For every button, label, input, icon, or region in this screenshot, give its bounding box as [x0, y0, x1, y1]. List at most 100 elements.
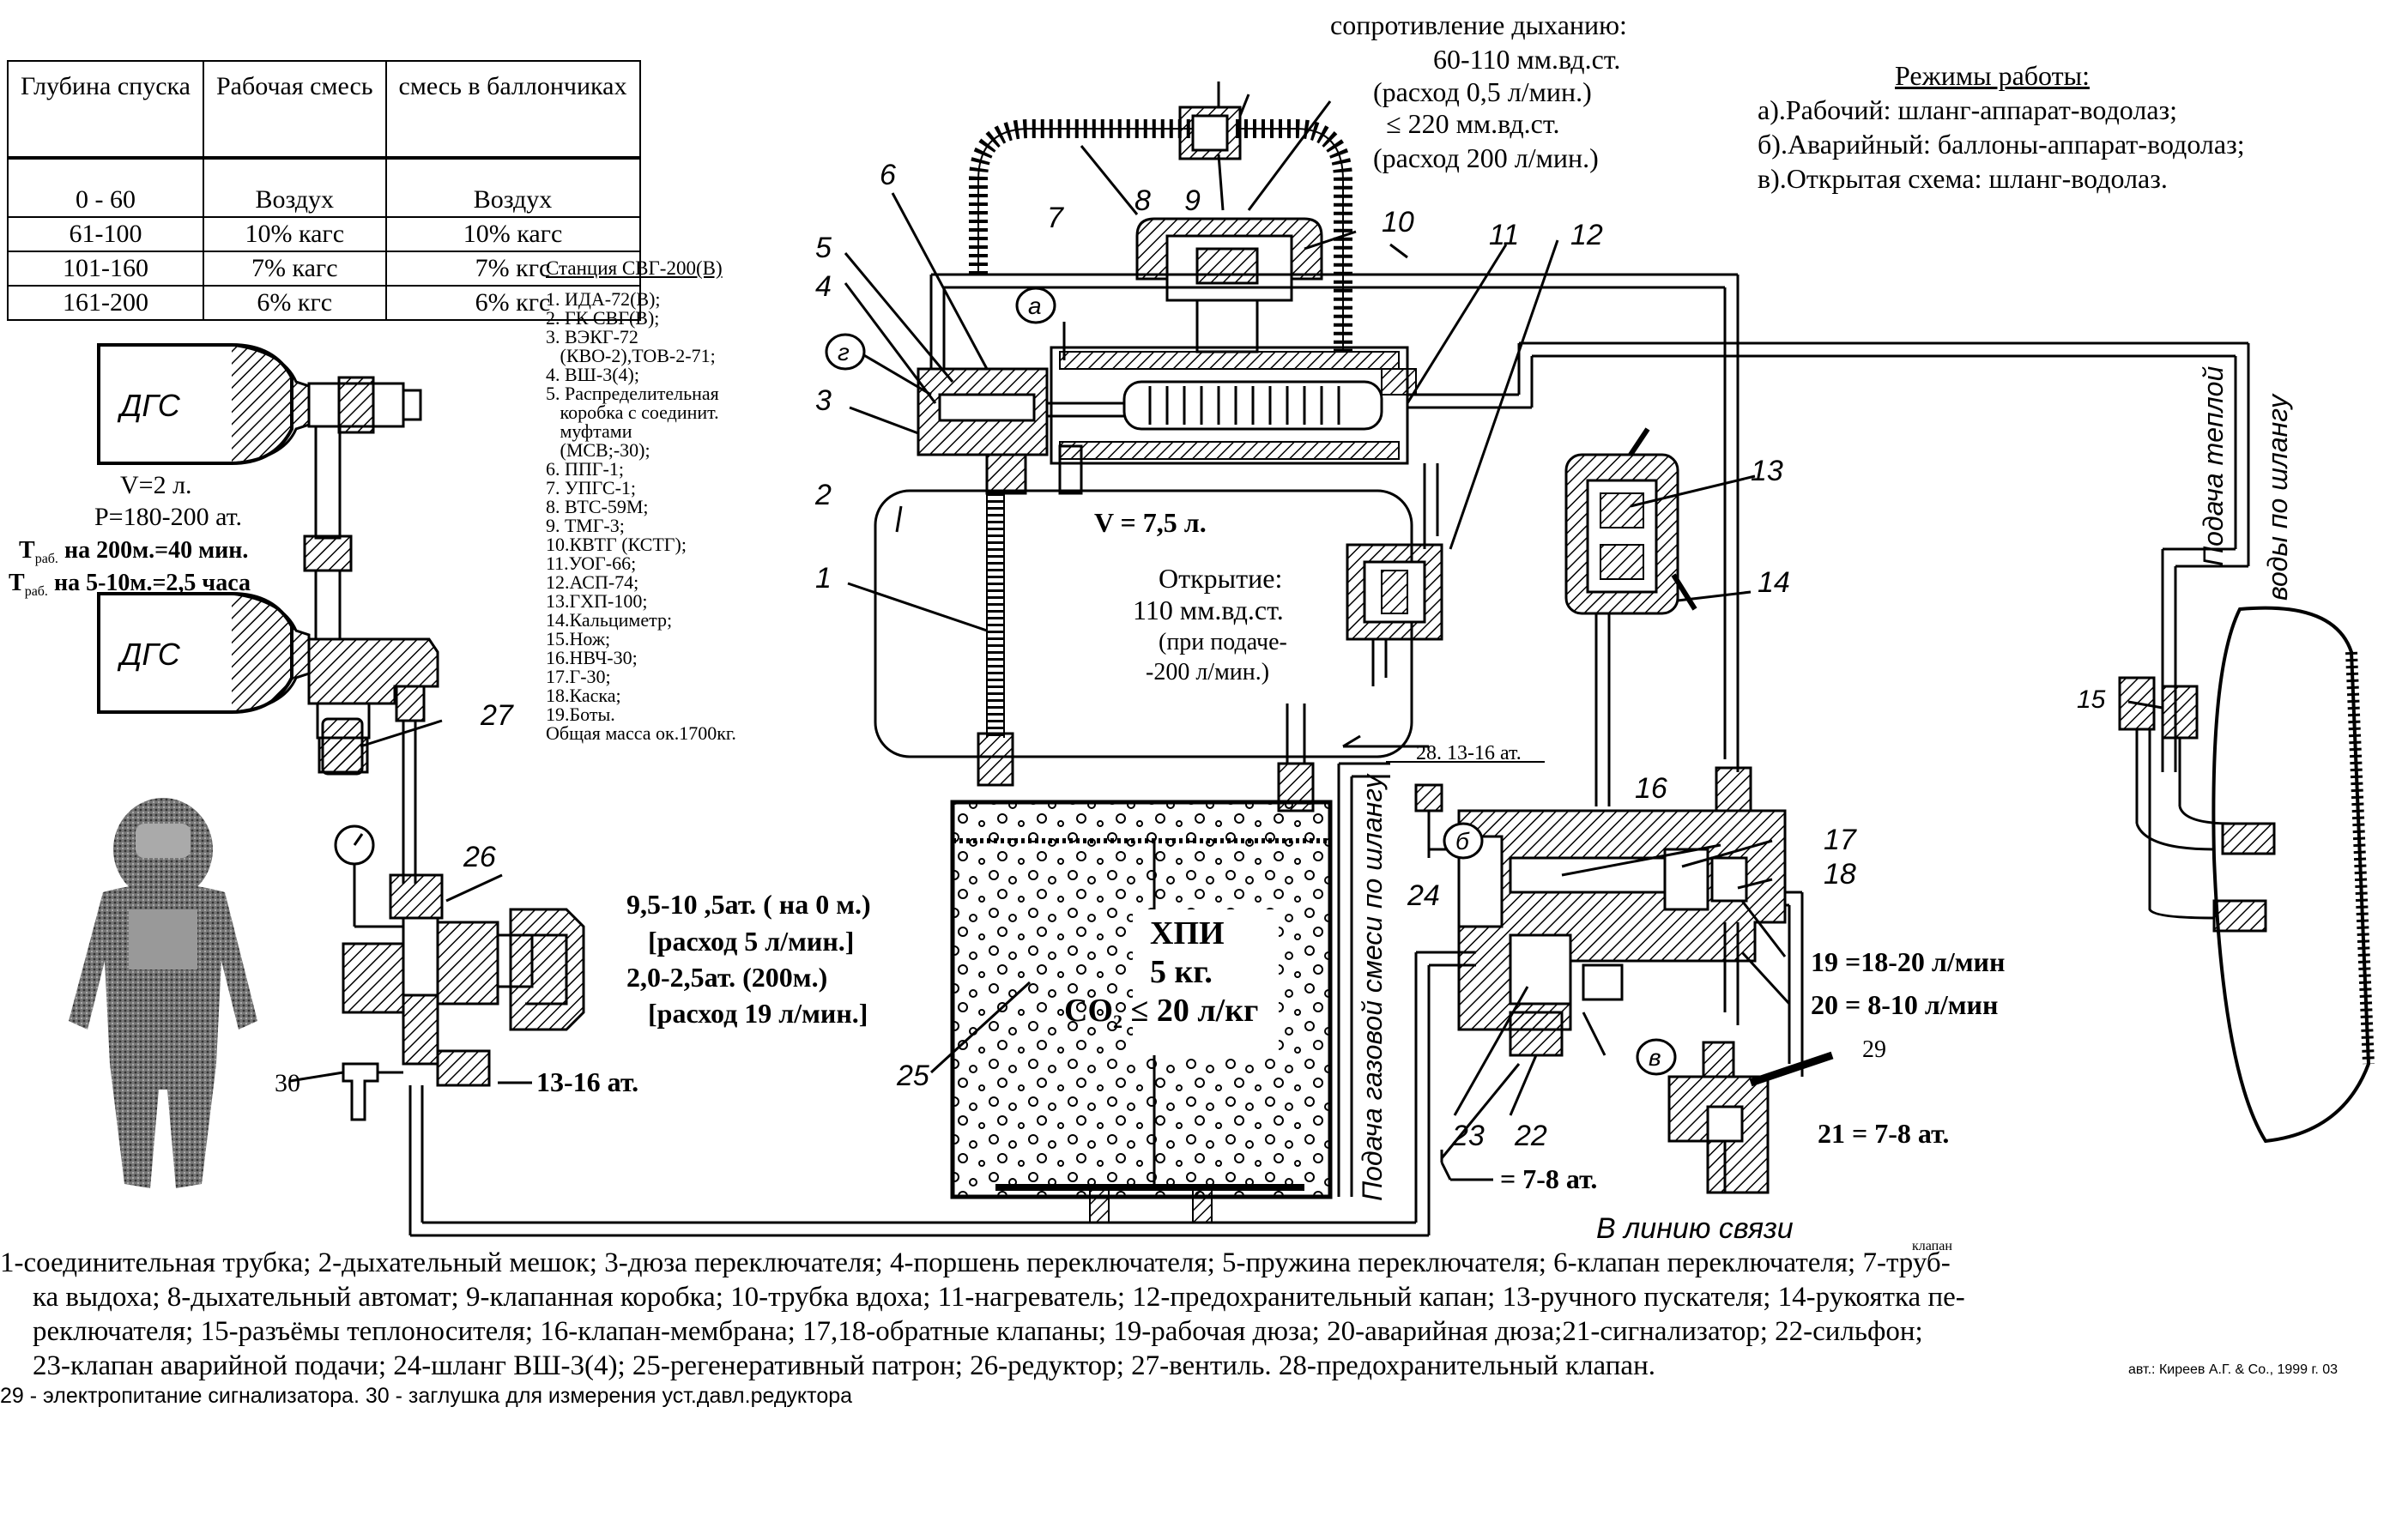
callout-2: 2 — [814, 479, 832, 511]
station-item: (КВО-2),ТОВ-2-71; — [546, 345, 716, 366]
warm-water-label-1: Подача теплой — [2198, 366, 2229, 566]
station-item: 13.ГХП-100; — [546, 590, 648, 612]
station-item: 9. ТМГ-3; — [546, 515, 625, 536]
table-row: 0 - 60 Воздух Воздух — [7, 156, 641, 218]
reducer-spec: 9,5-10 ,5ат. ( на 0 м.) [расход 5 л/мин.… — [498, 889, 871, 1097]
table-header: Глубина спуска — [7, 60, 204, 159]
legend: 1-соединительная трубка; 2-дыхательный м… — [0, 1246, 2317, 1409]
callout-v: в — [1649, 1044, 1661, 1071]
mode-item: а).Рабочий: шланг-аппарат-водолаз; — [1758, 94, 2178, 125]
table-row: 101-160 7% кагс 7% кгс — [7, 251, 641, 287]
legend-line: реключателя; 15-разъёмы теплоносителя; 1… — [33, 1316, 1923, 1347]
legend-line: 29 - электропитание сигнализатора. 30 - … — [0, 1384, 853, 1408]
legend-line: 1-соединительная трубка; 2-дыхательный м… — [0, 1247, 1951, 1278]
station-item: муфтами — [546, 420, 632, 442]
callout-30: 30 — [275, 1069, 300, 1097]
station-item: 19.Боты. — [546, 704, 615, 725]
callout-g: г — [838, 339, 850, 365]
station-item: 7. УПГС-1; — [546, 477, 637, 498]
svg-text:P=180-200 ат.: P=180-200 ат. — [94, 503, 242, 531]
callout-25: 25 — [896, 1060, 929, 1092]
svg-text:сопротивление дыханию:: сопротивление дыханию: — [1330, 9, 1627, 40]
modes-title: Режимы работы: — [1895, 60, 2090, 91]
cylinder-lower-label: ДГС — [117, 637, 181, 672]
callout-14: 14 — [1758, 566, 1790, 599]
number-callouts: 1 2 3 4 5 6 7 8 9 10 11 12 13 14 15 16 1… — [275, 159, 2106, 1152]
comm-line-label: В линию связи — [1596, 1212, 1794, 1245]
callout-24: 24 — [1407, 879, 1440, 912]
supply-line — [402, 721, 417, 884]
table-row: 161-200 6% кгс 6% кгс — [7, 285, 641, 321]
callout-17: 17 — [1824, 824, 1857, 856]
heater-11 — [1050, 346, 1417, 465]
station-item: (МСВ;-30); — [546, 439, 650, 461]
mode-item: б).Аварийный: баллоны-аппарат-водолаз; — [1758, 129, 2245, 160]
switch-box-3-6 — [917, 367, 1124, 495]
callout-7: 7 — [1047, 202, 1064, 234]
leader-lines — [289, 100, 2163, 1116]
callout-26: 26 — [463, 841, 496, 873]
legend-line: ка выдоха; 8-дыхательный автомат; 9-клап… — [33, 1282, 1965, 1313]
regenerative-cartridge-25 — [950, 704, 1333, 1223]
svg-text:60-110 мм.вд.ст.: 60-110 мм.вд.ст. — [1433, 44, 1620, 75]
callout-a: а — [1028, 293, 1042, 319]
breathing-automat-8 — [1135, 217, 1323, 353]
svg-text:21 = 7-8 ат.: 21 = 7-8 ат. — [1818, 1118, 1949, 1149]
station-item: 5. Распределительная — [546, 383, 719, 404]
svg-text:-200 л/мин.): -200 л/мин.) — [1146, 659, 1269, 685]
svg-text:(при подаче-: (при подаче- — [1159, 629, 1287, 655]
cartridge-spec: ХПИ 5 кг. CO2 ≤ 20 л/кг — [1064, 915, 1258, 1032]
station-item: 12.АСП-74; — [546, 571, 639, 593]
bag-volume: V = 7,5 л. — [1094, 507, 1207, 538]
svg-text:20 = 8-10 л/мин: 20 = 8-10 л/мин — [1811, 989, 1998, 1020]
svg-text:5 кг.: 5 кг. — [1150, 954, 1213, 990]
diver-suit — [69, 798, 257, 1188]
svg-text:110 мм.вд.ст.: 110 мм.вд.ст. — [1133, 595, 1284, 625]
station-item: 3. ВЭКГ-72 — [546, 326, 638, 347]
svg-text:2,0-2,5ат. (200м.): 2,0-2,5ат. (200м.) — [626, 962, 827, 993]
svg-text:ХПИ: ХПИ — [1150, 915, 1225, 951]
callout-4: 4 — [815, 270, 832, 303]
svg-text:[расход 19 л/мин.]: [расход 19 л/мин.] — [648, 998, 868, 1029]
return-line-24 — [1337, 762, 1390, 1197]
station-item: 15.Нож; — [546, 628, 611, 649]
reducer-26 — [334, 824, 585, 1121]
station-item: 11.УОГ-66; — [546, 553, 637, 574]
svg-text:CO2 ≤ 20 л/кг: CO2 ≤ 20 л/кг — [1064, 993, 1258, 1032]
breathing-resistance: сопротивление дыханию: 60-110 мм.вд.ст. … — [1330, 9, 1627, 173]
station-items: 1. ИДА-72(В);2. ГК СВГ(В);3. ВЭКГ-72 (КВ… — [546, 290, 736, 743]
safety-valve-12 — [1346, 543, 1443, 686]
callout-22: 22 — [1514, 1120, 1547, 1152]
callout-5: 5 — [815, 232, 832, 264]
depth-mixture-table: Глубина спуска Рабочая смесь смесь в бал… — [7, 60, 641, 321]
mode-item: в).Открытая схема: шланг-водолаз. — [1758, 163, 2168, 194]
hand-starter-13 — [1564, 427, 1697, 806]
svg-text:Tраб. на 5-10м.=2,5 часа: Tраб. на 5-10м.=2,5 часа — [9, 570, 251, 599]
callout-8: 8 — [1134, 184, 1151, 217]
callout-b: б — [1455, 828, 1470, 855]
exhale-tube-7 — [969, 119, 1193, 275]
callout-13: 13 — [1751, 455, 1783, 487]
station-item: 14.Кальциметр; — [546, 609, 673, 631]
station-item: 17.Г-30; — [546, 666, 611, 687]
station-item: 8. ВТС-59М; — [546, 496, 649, 517]
table-header: смесь в баллончиках — [384, 60, 641, 159]
inhale-tube-10 — [1236, 119, 1352, 352]
table-header: Рабочая смесь — [202, 60, 387, 159]
callout-16: 16 — [1635, 772, 1667, 805]
callout-circles — [825, 287, 1677, 1076]
svg-text:(расход 200 л/мин.): (расход 200 л/мин.) — [1373, 142, 1599, 173]
callout-12: 12 — [1570, 219, 1603, 251]
callout-10: 10 — [1382, 206, 1414, 239]
svg-text:Открытие:: Открытие: — [1159, 563, 1282, 594]
svg-text:Tраб. на 200м.=40 мин.: Tраб. на 200м.=40 мин. — [19, 537, 248, 566]
warm-water-label-2: воды по шлангу — [2262, 393, 2293, 601]
legend-line: 23-клапан аварийной подачи; 24-шланг ВШ-… — [33, 1350, 1655, 1381]
signaller-21 — [1667, 1041, 1834, 1194]
station-item: 2. ГК СВГ(В); — [546, 307, 660, 329]
callout-6: 6 — [880, 159, 896, 191]
callout-27: 27 — [480, 699, 514, 732]
callout-11: 11 — [1489, 219, 1519, 251]
svg-text:(расход 0,5 л/мин.): (расход 0,5 л/мин.) — [1373, 76, 1592, 107]
